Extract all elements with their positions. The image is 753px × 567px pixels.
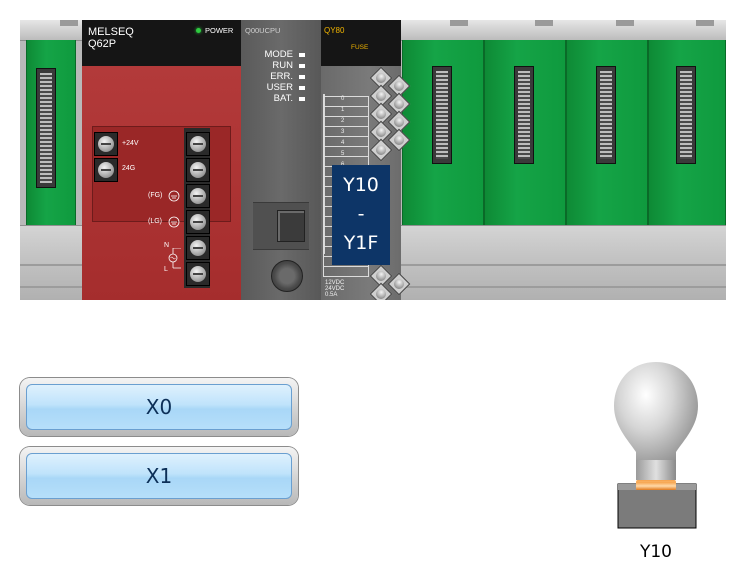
address-separator: -	[357, 203, 365, 225]
x1-button[interactable]: X1	[20, 447, 298, 505]
rail-notch	[535, 20, 553, 26]
terminal-label: L	[164, 266, 168, 273]
terminal-screw-icon	[186, 236, 210, 260]
rail-notch	[450, 20, 468, 26]
led-label-bat: BAT.	[273, 93, 293, 104]
led-label-err: ERR.	[270, 71, 293, 82]
led-label-run: RUN	[272, 60, 293, 71]
terminal-screw-icon	[94, 132, 118, 156]
ground-icon	[168, 190, 180, 202]
plc-rack: MELSEQ Q62P POWER +24V 24G (FG) (LG) N L	[20, 20, 726, 300]
memory-card-icon	[277, 210, 305, 242]
ground-icon	[168, 216, 180, 228]
led-rail	[323, 94, 325, 254]
terminal-label: (LG)	[148, 218, 162, 225]
terminal-number: 3	[341, 129, 345, 135]
output-led-row	[323, 266, 369, 277]
rating-label: 0.5A	[325, 292, 338, 298]
base-connector	[36, 68, 56, 188]
terminal-screw-icon	[186, 132, 210, 156]
slot-connector	[676, 66, 696, 164]
led-label-mode: MODE	[264, 49, 294, 60]
terminal-number: 4	[341, 140, 345, 146]
led-label-user: USER	[266, 82, 293, 93]
terminal-number: 2	[341, 118, 345, 124]
terminal-screw-icon	[186, 158, 210, 182]
output-address-label: Y10 - Y1F	[332, 165, 390, 265]
led-mode-icon	[299, 53, 305, 57]
terminal-label: N	[164, 242, 170, 249]
ac-input-icon	[168, 248, 181, 269]
terminal-label: 24G	[122, 165, 136, 172]
led-err-icon	[299, 75, 305, 79]
power-supply-header: MELSEQ Q62P POWER	[82, 20, 241, 66]
rating-label: 12VDC	[325, 280, 345, 286]
terminal-screw-icon	[94, 158, 118, 182]
terminal-number: 1	[341, 107, 345, 113]
rail-notch	[60, 20, 78, 26]
lamp-label: Y10	[639, 542, 673, 562]
terminal-screw-icon	[186, 184, 210, 208]
rail-notch	[616, 20, 634, 26]
cpu-module: Q00UCPU MODE RUN ERR. USER BAT.	[241, 20, 321, 300]
led-user-icon	[299, 86, 305, 90]
led-bat-icon	[299, 97, 305, 101]
address-end: Y1F	[343, 232, 379, 254]
terminal-label: +24V	[122, 140, 139, 147]
slot-connector	[514, 66, 534, 164]
rs232-port-icon	[271, 260, 303, 292]
terminal-screw-icon	[186, 262, 210, 286]
terminal-number: 5	[341, 151, 345, 157]
power-led-icon	[196, 28, 201, 33]
output-module-header: QY80 FUSE	[321, 20, 401, 66]
x0-button[interactable]: X0	[20, 378, 298, 436]
slot-connector	[596, 66, 616, 164]
terminal-number: 0	[341, 96, 345, 102]
psu-model: Q62P	[88, 38, 117, 50]
x1-button-label: X1	[26, 453, 292, 499]
fuse-label: FUSE	[351, 44, 369, 51]
x0-button-label: X0	[26, 384, 292, 430]
rail-notch	[696, 20, 714, 26]
lamp-y10-icon	[614, 362, 698, 529]
power-led-label: POWER	[205, 26, 234, 35]
terminal-screw-icon	[186, 210, 210, 234]
cpu-model: Q00UCPU	[245, 26, 281, 35]
address-start: Y10	[343, 174, 379, 196]
terminal-label: (FG)	[148, 192, 163, 199]
output-module-model: QY80	[324, 26, 345, 35]
led-run-icon	[299, 64, 305, 68]
psu-brand: MELSEQ	[88, 26, 134, 38]
power-supply-module: +24V 24G (FG) (LG) N L	[82, 66, 241, 300]
rating-label: 24VDC	[325, 286, 345, 292]
slot-connector	[432, 66, 452, 164]
